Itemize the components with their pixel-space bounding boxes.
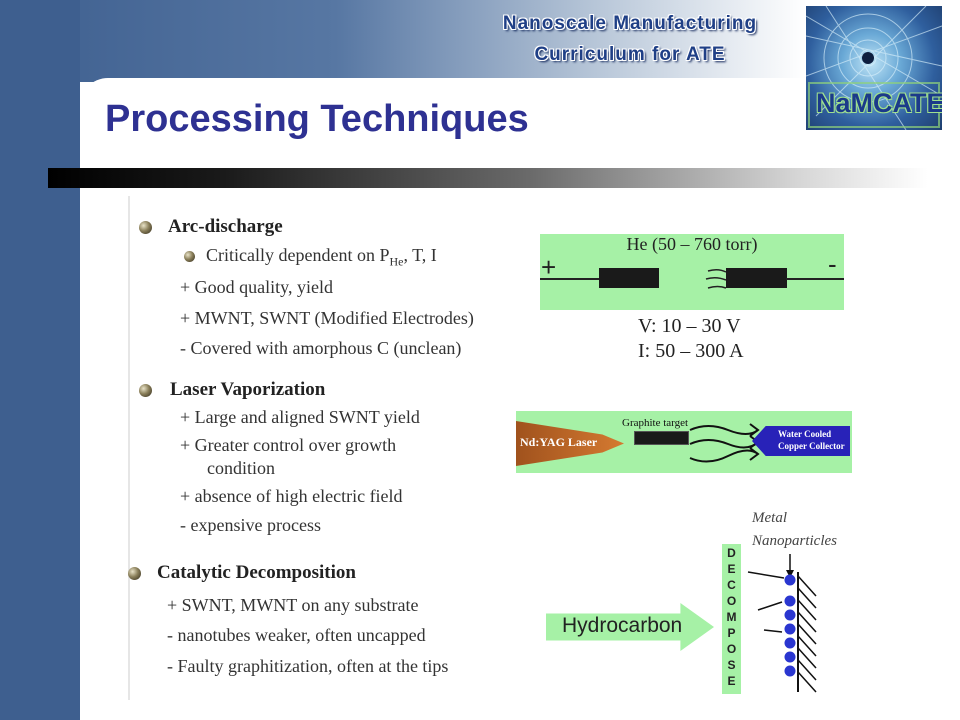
decompose-letter: E <box>727 562 736 576</box>
cathode-sign: - <box>828 249 837 279</box>
course-title-line2: Curriculum for ATE <box>534 44 726 65</box>
nanoparticle <box>784 665 796 677</box>
arc-dependency-subscript: He <box>389 254 404 269</box>
nanoparticle <box>784 651 796 663</box>
left-sidebar-band <box>0 0 80 720</box>
decompose-letter: S <box>727 658 736 672</box>
metal-label-line1: Metal <box>752 510 787 526</box>
catalytic-line-2: - nanotubes weaker, often uncapped <box>167 625 426 645</box>
decompose-letter: O <box>726 642 737 656</box>
tube-line <box>757 601 783 611</box>
current-value: I: 50 – 300 A <box>638 340 744 362</box>
pointer-arrowhead <box>786 570 794 578</box>
arc-spark-icon <box>705 268 727 289</box>
metal-label-line2: Nanoparticles <box>752 533 837 549</box>
decompose-letter: E <box>727 674 736 688</box>
laser-vaporization-heading: Laser Vaporization <box>170 379 326 400</box>
helium-pressure-label: He (50 – 760 torr) <box>626 234 758 254</box>
cathode-wire <box>786 278 844 280</box>
catalytic-line-3: - Faulty graphitization, often at the ti… <box>167 656 449 676</box>
substrate-hatching <box>797 575 817 693</box>
copper-collector-shape <box>752 426 850 456</box>
decompose-letter: D <box>727 546 736 560</box>
graphite-target-label: Graphite target <box>622 417 689 429</box>
header-gradient-band <box>0 0 960 82</box>
metal-nanoparticles-label: Metal Nanoparticles <box>752 507 837 553</box>
logo-text: NaMCATE <box>816 88 942 118</box>
arc-dependency-main: Critically dependent on P <box>206 245 390 265</box>
laser-line-3: + absence of high electric field <box>180 486 403 506</box>
collector-label: Water Cooled Copper Collector <box>778 428 845 452</box>
tube-line <box>747 571 785 579</box>
nanoparticle <box>784 595 796 607</box>
graphite-target-bar <box>634 431 689 445</box>
decompose-letter: O <box>726 594 737 608</box>
decompose-letter: M <box>726 610 737 624</box>
arc-diagram-panel <box>540 234 844 310</box>
laser-line-1: + Large and aligned SWNT yield <box>180 407 420 427</box>
arc-line-2: + MWNT, SWNT (Modified Electrodes) <box>180 308 474 328</box>
nanoparticle <box>784 574 796 586</box>
anode-electrode <box>599 268 659 288</box>
arc-line-3: - Covered with amorphous C (unclean) <box>180 338 462 358</box>
decompose-column <box>722 544 741 694</box>
anode-wire <box>540 278 600 280</box>
decompose-letter: P <box>727 626 736 640</box>
course-title-line1: Nanoscale Manufacturing <box>502 13 758 34</box>
namcate-logo: NaMCATE <box>806 6 942 130</box>
sub-bullet-icon <box>184 251 195 262</box>
tube-line <box>763 629 783 633</box>
laser-line-2a: + Greater control over growth <box>180 435 397 455</box>
catalytic-line-1: + SWNT, MWNT on any substrate <box>167 595 419 615</box>
voltage-value: V: 10 – 30 V <box>638 315 741 337</box>
laser-source-label: Nd:YAG Laser <box>520 435 598 449</box>
nanoparticle <box>784 637 796 649</box>
laser-line-2b: condition <box>207 458 275 478</box>
bullet-icon <box>128 567 141 580</box>
arc-line-1: + Good quality, yield <box>180 277 333 297</box>
nanoparticle <box>784 623 796 635</box>
nanoparticle <box>784 609 796 621</box>
course-title: Nanoscale Manufacturing Curriculum for A… <box>470 8 790 70</box>
bullet-icon <box>139 384 152 397</box>
page-title: Processing Techniques <box>105 98 529 140</box>
substrate-nanoparticles-graphic <box>747 554 817 693</box>
catalytic-heading: Catalytic Decomposition <box>157 562 356 583</box>
plume-arrows-icon <box>689 423 760 463</box>
collector-label-line2: Copper Collector <box>778 441 845 451</box>
arc-discharge-heading: Arc-discharge <box>168 216 283 237</box>
decompose-letter: C <box>727 578 736 592</box>
hydrocarbon-label: Hydrocarbon <box>562 614 683 637</box>
arc-dependency-tail: , T, I <box>403 245 437 265</box>
title-divider <box>48 168 928 188</box>
logo-frame <box>808 82 940 128</box>
nanotube-graphic <box>806 6 942 130</box>
laser-line-4: - expensive process <box>180 515 321 535</box>
cathode-electrode <box>726 268 787 288</box>
anode-sign: + <box>541 252 557 282</box>
collector-label-line1: Water Cooled <box>778 429 832 439</box>
content-left-rule <box>128 196 130 700</box>
arc-dependency-text: Critically dependent on PHe, T, I <box>206 245 437 270</box>
bullet-icon <box>139 221 152 234</box>
